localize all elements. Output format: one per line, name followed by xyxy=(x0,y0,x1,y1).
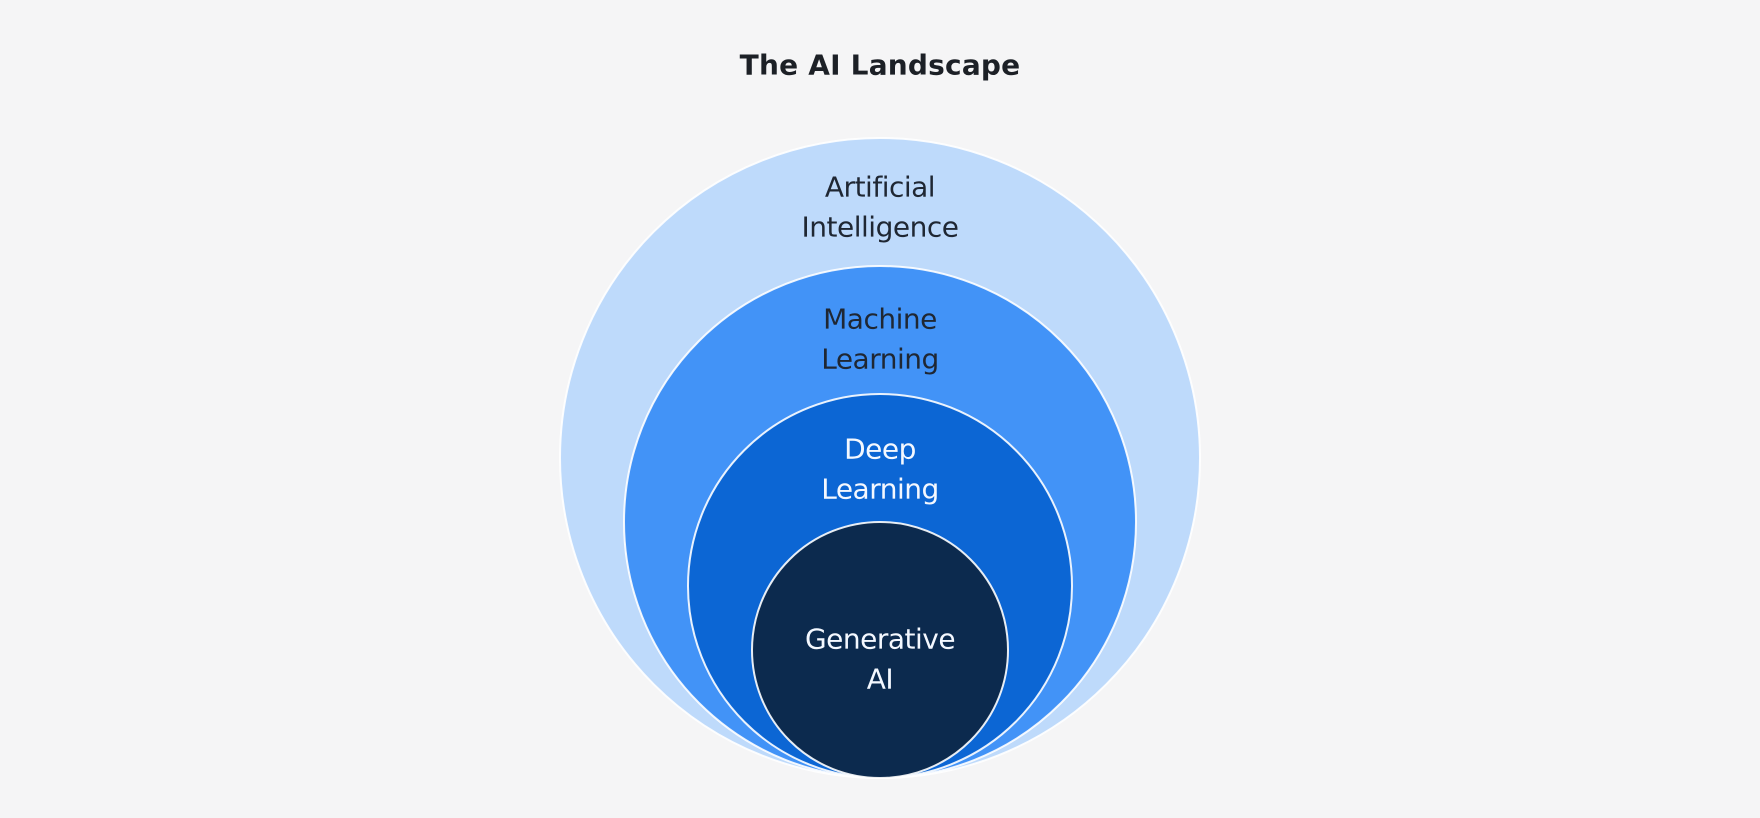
label-machine-learning-line2: Learning xyxy=(821,343,939,376)
ring-generative-ai: Generative AI xyxy=(751,521,1009,779)
label-deep-learning-line1: Deep xyxy=(844,433,916,466)
label-deep-learning-line2: Learning xyxy=(821,473,939,506)
label-artificial-intelligence-line2: Intelligence xyxy=(802,211,959,244)
label-machine-learning-line1: Machine xyxy=(823,303,937,336)
label-artificial-intelligence-line1: Artificial xyxy=(825,171,935,204)
label-generative-ai-line2: AI xyxy=(867,663,893,696)
circle-generative-ai xyxy=(751,521,1009,779)
label-generative-ai-line1: Generative xyxy=(805,623,955,656)
page-title: The AI Landscape xyxy=(740,49,1021,82)
